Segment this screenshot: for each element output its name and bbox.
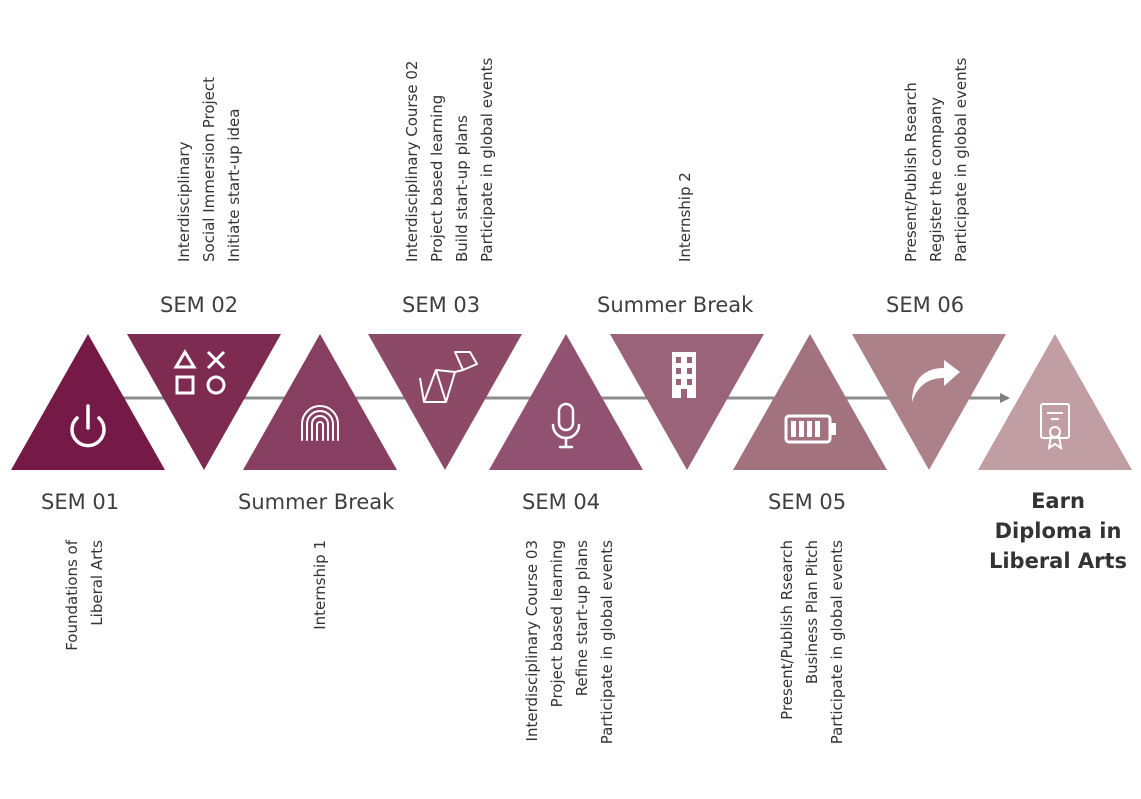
stage-label-sem-05: SEM 05: [768, 490, 847, 514]
stage-label-summer-break-2: Summer Break: [597, 293, 754, 317]
activities-sem-01: Foundations of Liberal Arts: [60, 540, 110, 795]
triangle-sem-04: [489, 334, 643, 470]
activity-item: Business Plan Pitch: [803, 540, 821, 685]
activities-sem-04: Interdisciplinary Course 03 Project base…: [520, 540, 620, 795]
battery-icon: [784, 414, 836, 444]
stage-summer-break-2: [610, 334, 764, 470]
activity-item: Internship 2: [676, 172, 694, 262]
activities-sem-05: Present/Publish Rsearch Business Plan Pi…: [775, 540, 850, 795]
activity-item: Present/Publish Rsearch: [778, 540, 796, 720]
share-arrow-icon: [912, 360, 960, 402]
stage-sem-01: [11, 334, 165, 470]
triangle-sem-06: [852, 334, 1006, 470]
final-label-line: Liberal Arts: [988, 549, 1128, 573]
microphone-icon: [551, 402, 581, 449]
triangle-summer-break-1: [243, 334, 397, 470]
activity-item: Interdisciplinary Course 03: [523, 540, 541, 742]
origami-dog-icon: [419, 351, 478, 403]
activity-item: Foundations of: [63, 540, 81, 651]
activity-item: Participate in global events: [952, 57, 970, 262]
triangle-sem-05: [733, 334, 887, 470]
activity-item: Interdisciplinary: [175, 141, 193, 262]
activity-item: Internship 1: [311, 540, 329, 630]
activity-item: Participate in global events: [828, 540, 846, 745]
activities-sem-02: Interdisciplinary Social Immersion Proje…: [172, 0, 247, 262]
activity-item: Social Immersion Project: [200, 76, 218, 262]
activity-item: Interdisciplinary Course 02: [403, 60, 421, 262]
stage-sem-02: [127, 334, 281, 470]
activity-item: Register the company: [927, 96, 945, 262]
activities-summer-break-1: Internship 1: [308, 540, 333, 795]
activities-sem-03: Interdisciplinary Course 02 Project base…: [400, 0, 500, 262]
stage-label-sem-01: SEM 01: [41, 490, 120, 514]
activity-item: Participate in global events: [598, 540, 616, 745]
activities-sem-06: Present/Publish Rsearch Register the com…: [899, 0, 974, 262]
activity-item: Build start-up plans: [453, 115, 471, 262]
certificate-icon: [1040, 403, 1070, 451]
triangle-sem-01: [11, 334, 165, 470]
stage-sem-03: [368, 334, 522, 470]
activity-item: Participate in global events: [478, 57, 496, 262]
stage-final: [978, 334, 1132, 470]
activity-item: Project based learning: [428, 94, 446, 262]
activity-item: Refine start-up plans: [573, 540, 591, 697]
activity-item: Liberal Arts: [88, 540, 106, 626]
stage-label-sem-02: SEM 02: [160, 293, 239, 317]
triangle-final: [978, 334, 1132, 470]
shapes-icon: [173, 349, 226, 395]
triangle-sem-02: [127, 334, 281, 470]
final-label-line: Diploma in: [994, 519, 1122, 543]
stage-sem-06: [852, 334, 1006, 470]
power-icon: [70, 404, 106, 448]
stage-sem-05: [733, 334, 887, 470]
building-icon: [672, 352, 696, 398]
stage-label-sem-03: SEM 03: [402, 293, 481, 317]
stage-label-sem-06: SEM 06: [886, 293, 965, 317]
fingerprint-icon: [301, 405, 339, 441]
activity-item: Present/Publish Rsearch: [902, 82, 920, 262]
stage-label-summer-break-1: Summer Break: [238, 490, 395, 514]
stage-label-sem-04: SEM 04: [522, 490, 601, 514]
activity-item: Project based learning: [548, 540, 566, 708]
final-label-line: Earn: [1031, 489, 1085, 513]
final-label: Earn Diploma in Liberal Arts: [978, 486, 1138, 576]
stage-summer-break-1: [243, 334, 397, 470]
stage-sem-04: [489, 334, 643, 470]
activities-summer-break-2: Internship 2: [673, 0, 698, 262]
activity-item: Initiate start-up idea: [225, 108, 243, 262]
triangle-summer-break-2: [610, 334, 764, 470]
